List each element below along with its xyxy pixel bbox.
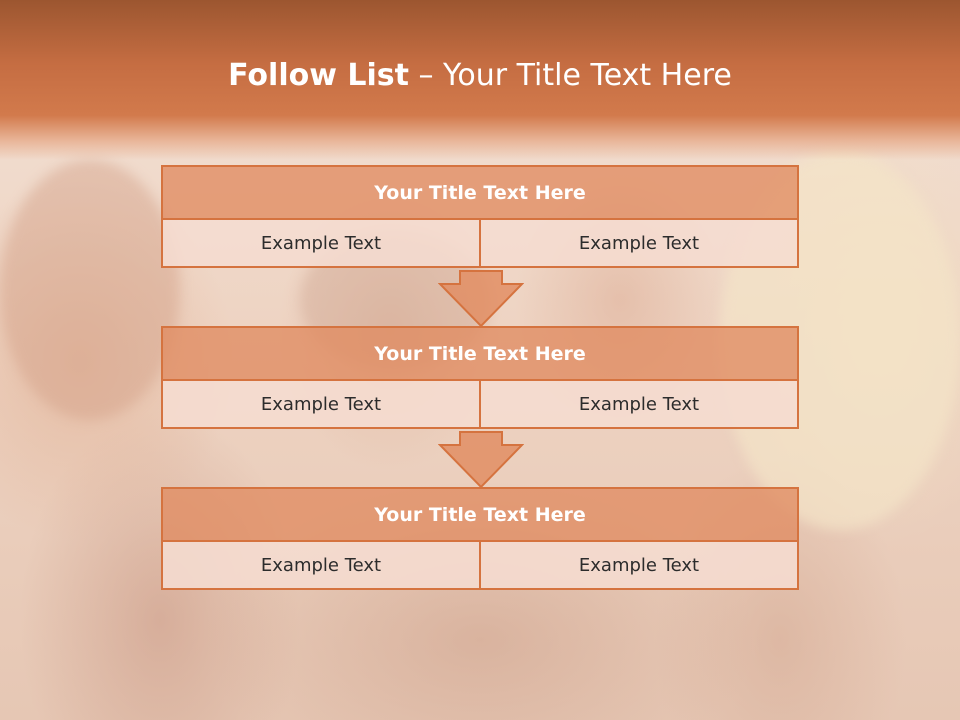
title-band [0, 0, 960, 160]
block-cell-left: Example Text [161, 542, 481, 590]
block-cell-left: Example Text [161, 220, 481, 268]
block-row: Example Text Example Text [161, 542, 799, 590]
block-row: Example Text Example Text [161, 381, 799, 429]
down-arrow-icon [438, 270, 524, 328]
block-row: Example Text Example Text [161, 220, 799, 268]
block-title: Your Title Text Here [161, 487, 799, 542]
block-cell-right: Example Text [481, 381, 799, 429]
slide-title-rest: – Your Title Text Here [408, 58, 732, 93]
block-title: Your Title Text Here [161, 165, 799, 220]
block-cell-left: Example Text [161, 381, 481, 429]
list-block-2: Your Title Text Here Example Text Exampl… [161, 326, 799, 429]
list-block-1: Your Title Text Here Example Text Exampl… [161, 165, 799, 268]
block-title: Your Title Text Here [161, 326, 799, 381]
slide-title: Follow List – Your Title Text Here [0, 56, 960, 96]
list-block-3: Your Title Text Here Example Text Exampl… [161, 487, 799, 590]
block-cell-right: Example Text [481, 220, 799, 268]
block-cell-right: Example Text [481, 542, 799, 590]
down-arrow-icon [438, 431, 524, 489]
slide-title-bold: Follow List [228, 58, 409, 93]
